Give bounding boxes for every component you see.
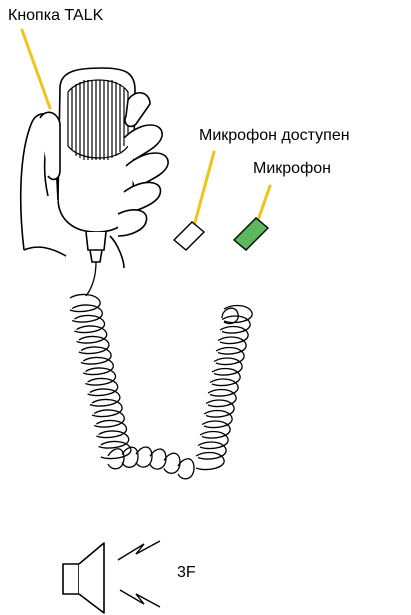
speaker-icon xyxy=(63,543,104,613)
mic-available-label: Микрофон доступен xyxy=(199,127,350,145)
talk-button-label: Кнопка TALK xyxy=(8,7,103,25)
mic-active-lamp xyxy=(234,218,268,250)
sound-wave-icon xyxy=(118,541,160,607)
floor-label: 3F xyxy=(177,564,196,582)
mic-available-lamp xyxy=(174,222,204,250)
coiled-cord xyxy=(70,262,252,479)
indicator-lamps xyxy=(174,218,268,250)
mic-available-leader xyxy=(194,152,214,226)
mic-active-label: Микрофон xyxy=(253,160,331,178)
talk-button-leader xyxy=(22,30,50,108)
